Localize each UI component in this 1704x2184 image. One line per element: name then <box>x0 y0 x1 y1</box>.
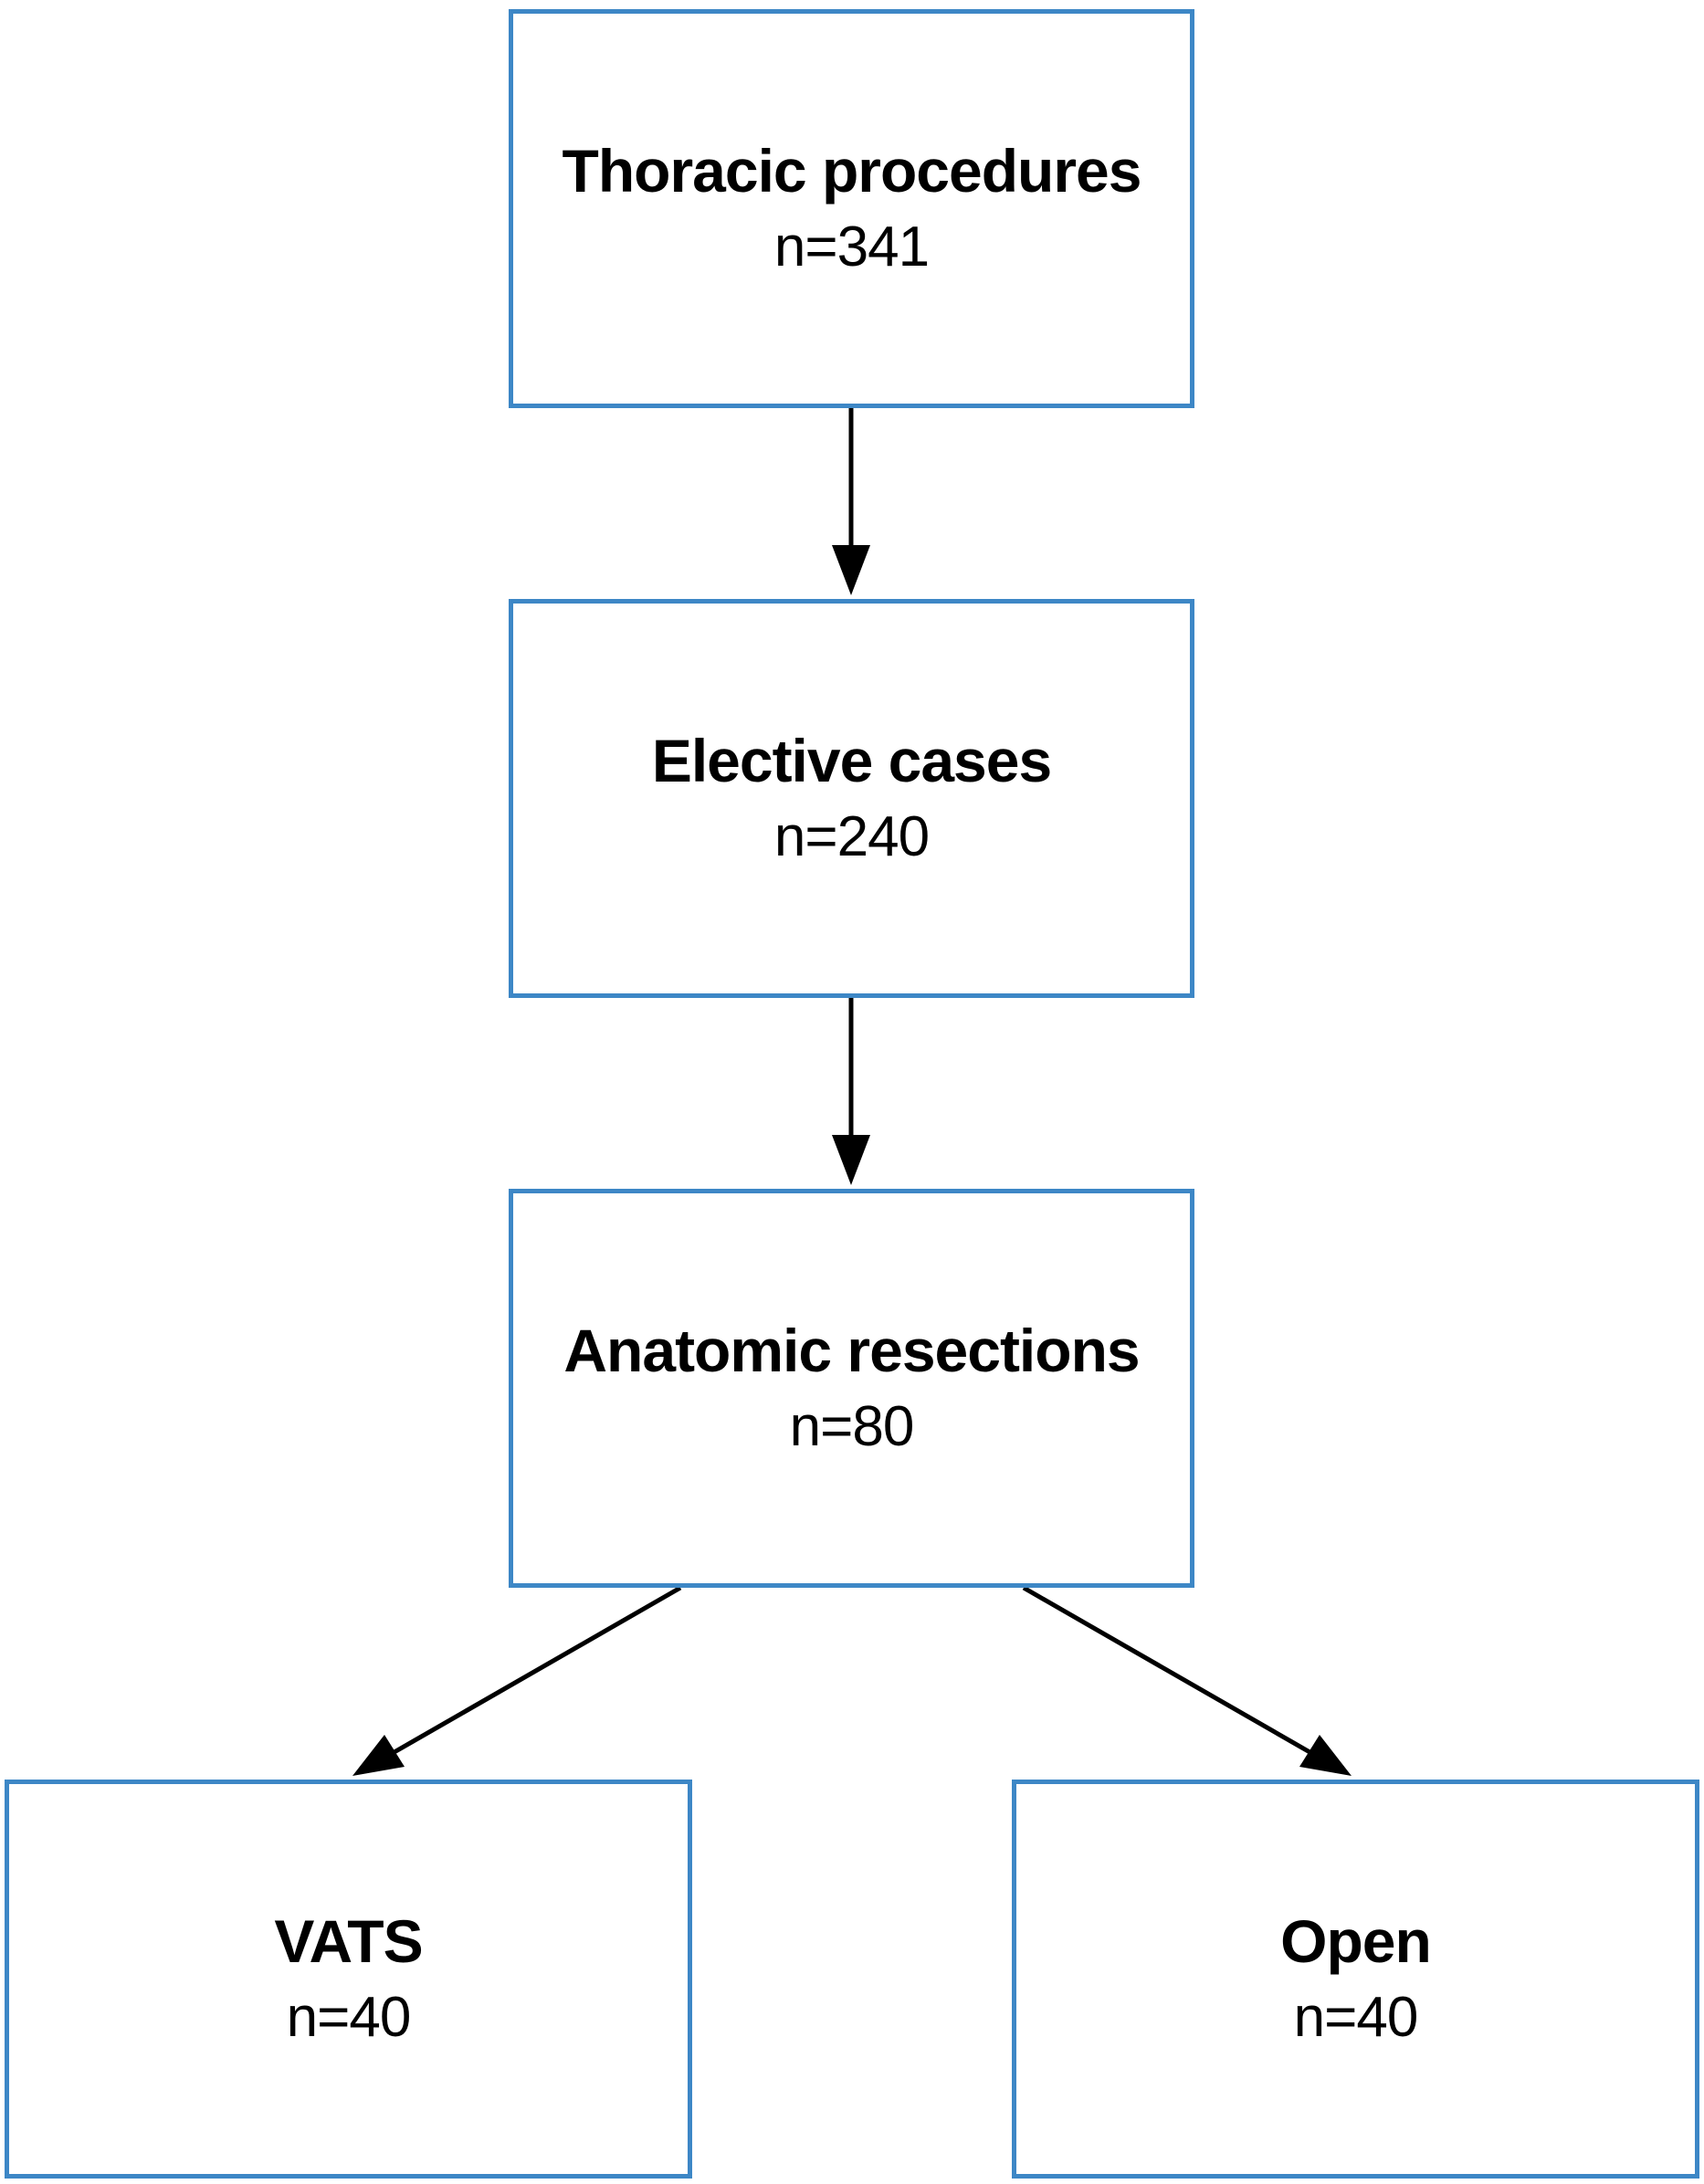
node-count: n=240 <box>773 804 930 868</box>
node-thoracic-procedures: Thoracic procedures n=341 <box>509 9 1194 408</box>
arrow-anatomic-to-vats <box>352 1585 682 1776</box>
node-count: n=341 <box>773 215 930 278</box>
node-elective-cases: Elective cases n=240 <box>509 599 1194 998</box>
node-count: n=40 <box>1293 1985 1419 2049</box>
node-title: VATS <box>274 1906 423 1975</box>
node-vats: VATS n=40 <box>5 1780 692 2179</box>
arrow-anatomic-to-open <box>1022 1585 1352 1776</box>
arrow-thoracic-to-elective <box>832 408 870 595</box>
node-anatomic-resections: Anatomic resections n=80 <box>509 1189 1194 1588</box>
node-title: Anatomic resections <box>563 1316 1140 1384</box>
node-count: n=40 <box>286 1985 412 2049</box>
arrow-elective-to-anatomic <box>832 998 870 1185</box>
node-title: Thoracic procedures <box>562 136 1142 205</box>
node-title: Open <box>1280 1906 1432 1975</box>
node-title: Elective cases <box>651 726 1052 794</box>
node-open: Open n=40 <box>1012 1780 1699 2179</box>
node-count: n=80 <box>789 1394 915 1458</box>
